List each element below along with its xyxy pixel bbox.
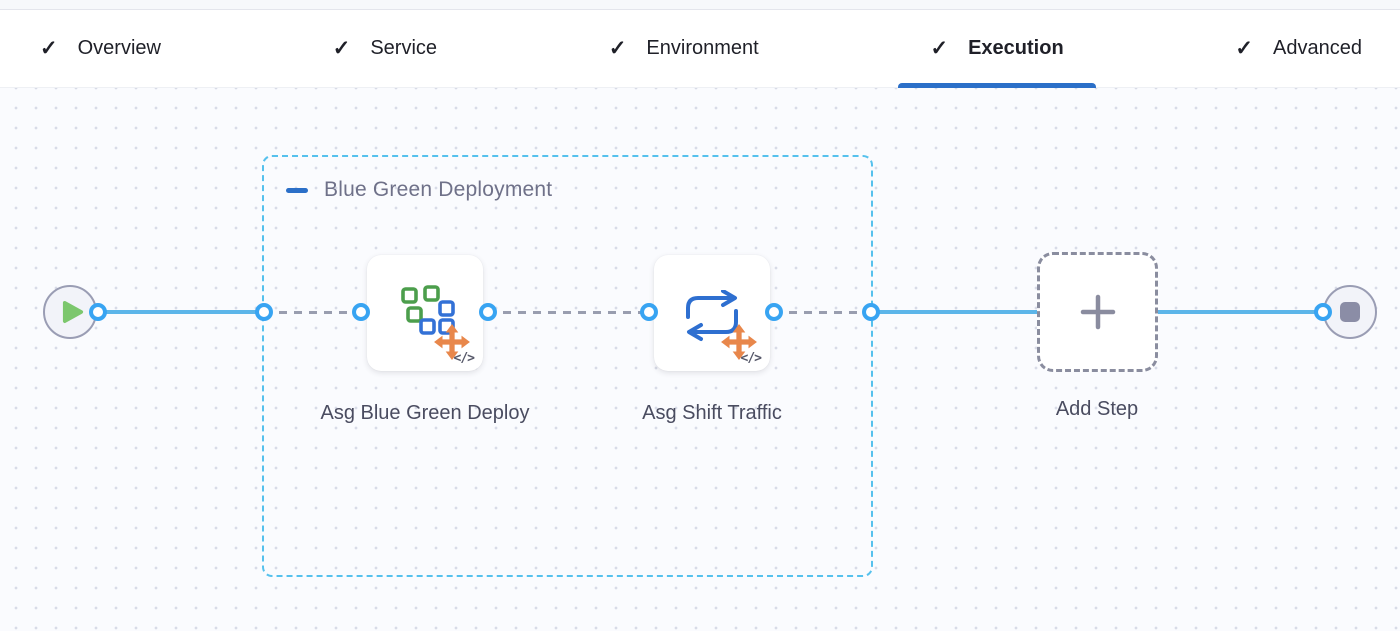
tab-label: Advanced [1273,37,1362,59]
stage-group-box [262,155,873,577]
add-step-button[interactable] [1037,252,1158,372]
tab-label: Execution [968,37,1064,59]
check-icon: ✓ [608,37,627,60]
stop-icon [1340,302,1360,322]
edge-step2-to-group [774,311,871,314]
tab-label: Environment [646,37,759,59]
port-start-out[interactable] [89,303,107,321]
check-icon: ✓ [332,37,351,60]
port-group-out[interactable] [862,303,880,321]
tab-label: Overview [77,37,161,59]
stage-group-header: Blue Green Deployment [286,178,552,202]
check-icon: ✓ [930,37,949,60]
edge-group-to-step1 [264,311,361,314]
edge-start-to-group [98,310,264,314]
pipeline-canvas[interactable]: Blue Green Deployment </> [0,88,1400,631]
port-step1-in[interactable] [352,303,370,321]
end-node [1323,285,1377,339]
step-node-asg-shift-traffic[interactable]: </> [654,255,770,371]
top-strip [0,0,1400,10]
start-node [43,285,97,339]
step-label-asg-blue-green-deploy: Asg Blue Green Deploy [320,402,530,424]
code-icon: </> [740,351,763,366]
tab-execution[interactable]: ✓ Execution [898,10,1096,88]
tab-bar: ✓ Overview ✓ Service ✓ Environment ✓ Exe… [0,10,1400,88]
tab-advanced[interactable]: ✓ Advanced [1235,10,1362,87]
plus-icon [1080,294,1115,330]
tab-service[interactable]: ✓ Service [333,10,437,87]
port-group-in[interactable] [255,303,273,321]
tab-overview[interactable]: ✓ Overview [40,10,161,87]
check-icon: ✓ [40,37,58,60]
edge-step1-to-step2 [488,311,649,314]
add-step-label: Add Step [1055,398,1139,420]
collapse-group-icon[interactable] [286,187,308,193]
port-step1-out[interactable] [479,303,497,321]
play-icon [62,301,83,323]
stage-group-label: Blue Green Deployment [324,178,553,201]
port-step2-in[interactable] [640,303,658,321]
port-end-in[interactable] [1314,303,1332,321]
tab-environment[interactable]: ✓ Environment [609,10,759,87]
tab-label: Service [370,37,438,59]
check-icon: ✓ [1235,37,1254,60]
move-arrows-icon [434,324,470,360]
code-icon: </> [453,351,476,366]
asg-shift-traffic-icon [686,290,738,341]
step-label-asg-shift-traffic: Asg Shift Traffic [642,402,782,424]
step-node-asg-blue-green-deploy[interactable]: </> [367,255,483,371]
port-step2-out[interactable] [765,303,783,321]
move-arrows-icon [721,324,757,360]
